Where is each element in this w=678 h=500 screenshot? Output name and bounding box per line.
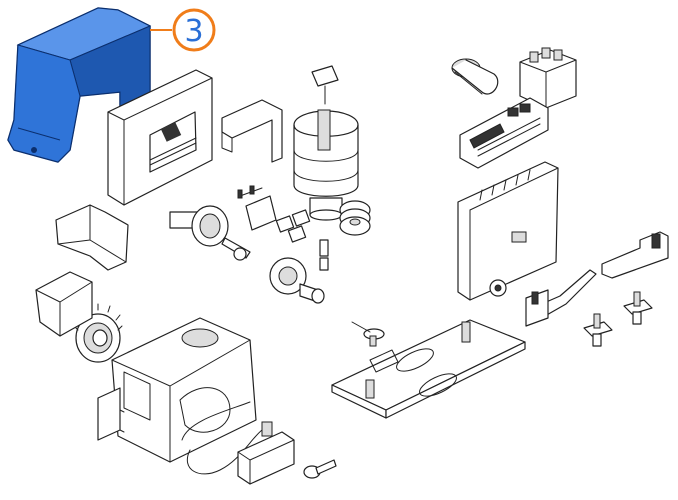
- fixing-bolt-2[interactable]: [623, 291, 653, 325]
- board-mounting-plate-part[interactable]: [457, 161, 559, 301]
- callout-3: 3: [150, 8, 216, 52]
- front-cover-part[interactable]: [107, 69, 213, 206]
- capacitor-part[interactable]: [451, 58, 499, 95]
- worm-gear-assembly[interactable]: [169, 205, 251, 261]
- limit-bracket-long-part[interactable]: [601, 231, 669, 279]
- control-board-part[interactable]: [459, 97, 549, 169]
- limit-bracket-short-part[interactable]: [525, 269, 597, 327]
- screw-part[interactable]: [351, 321, 385, 347]
- foundation-plate-part[interactable]: [331, 319, 526, 419]
- fixing-bolt-1[interactable]: [583, 313, 613, 347]
- output-gear-part[interactable]: [269, 257, 325, 304]
- release-cable-part[interactable]: [181, 401, 263, 475]
- callout-number: 3: [184, 14, 203, 49]
- washer-rings-part[interactable]: [339, 200, 371, 236]
- pinion-guard-part[interactable]: [35, 271, 93, 337]
- motor-part[interactable]: [293, 65, 359, 221]
- highlighted-cover-part[interactable]: [7, 7, 152, 163]
- pinion-gear-part[interactable]: [73, 303, 123, 363]
- bracket-clip-part[interactable]: [55, 204, 129, 271]
- transformer-part[interactable]: [519, 47, 577, 109]
- gearbox-housing-part[interactable]: [97, 317, 257, 463]
- encoder-connector-part[interactable]: [237, 185, 277, 231]
- release-key-part[interactable]: [303, 459, 337, 479]
- terminal-blocks-part[interactable]: [275, 209, 329, 271]
- release-lever-part[interactable]: [237, 421, 295, 485]
- mounting-bracket-part[interactable]: [221, 99, 283, 163]
